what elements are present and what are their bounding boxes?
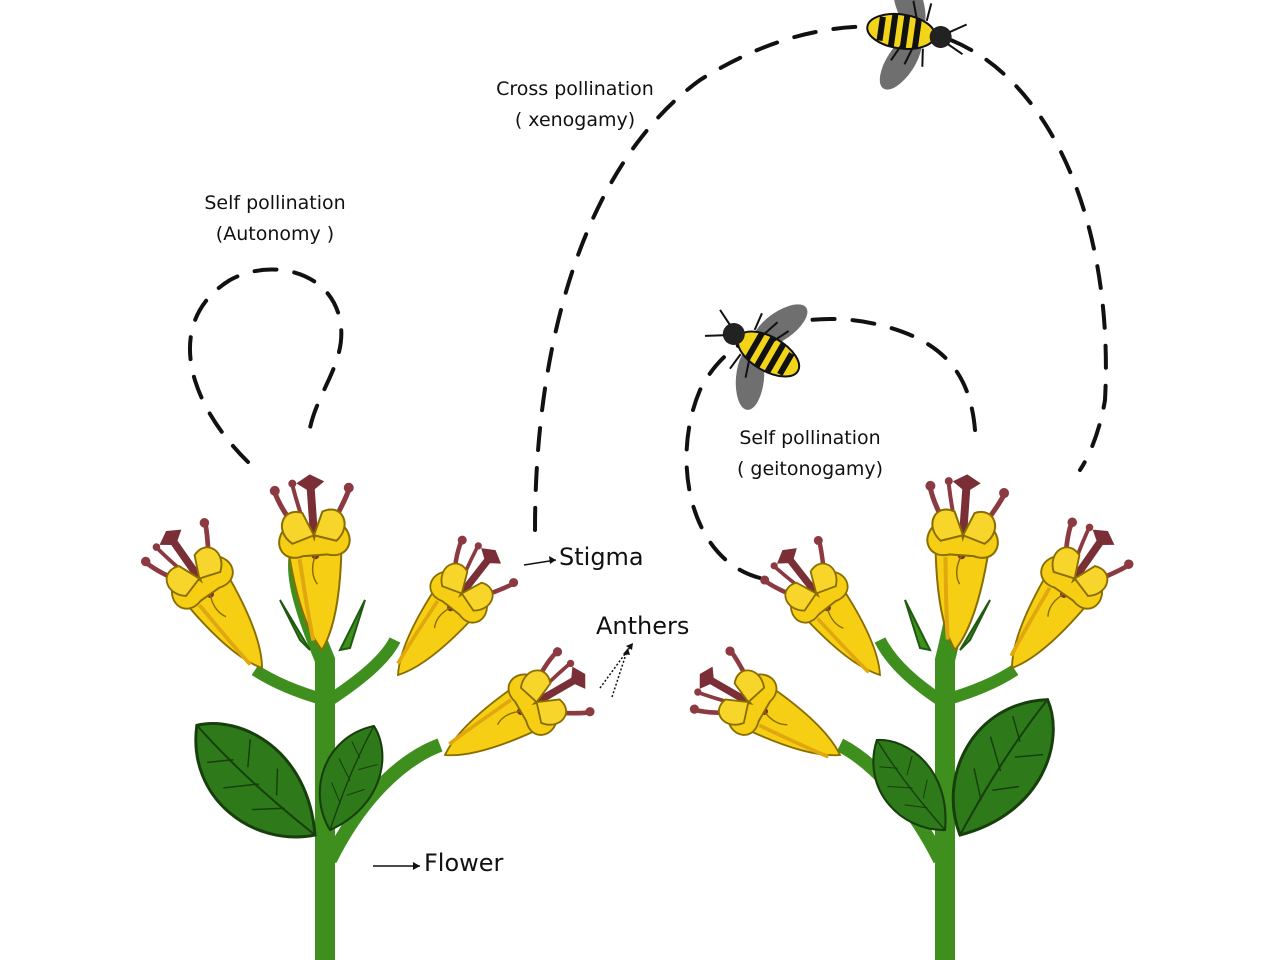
label-cross-line1: Cross pollination bbox=[496, 78, 654, 100]
flower-4 bbox=[426, 641, 605, 789]
left-plant-leaf-left bbox=[170, 694, 337, 871]
label-autonomy-line1: Self pollination bbox=[204, 192, 346, 214]
flower-arrow bbox=[373, 862, 420, 870]
flower-1 bbox=[134, 508, 295, 691]
flower-2 bbox=[269, 471, 365, 652]
label-cross-line2: ( xenogamy) bbox=[514, 109, 636, 131]
flower-3 bbox=[369, 527, 526, 698]
anthers-arrows bbox=[599, 642, 634, 698]
geitonogamy-path bbox=[684, 316, 977, 580]
flower-5 bbox=[980, 509, 1141, 692]
autonomy-path bbox=[187, 267, 344, 464]
flower-6 bbox=[914, 472, 1010, 653]
left-plant bbox=[134, 471, 605, 960]
label-anthers: Anthers bbox=[596, 612, 690, 640]
label-flower: Flower bbox=[424, 849, 504, 877]
stigma-arrow bbox=[523, 556, 557, 566]
bee-middle bbox=[681, 266, 831, 427]
label-self-geitonogamy: Self pollination ( geitonogamy) bbox=[712, 423, 908, 485]
label-geitonogamy-line1: Self pollination bbox=[739, 427, 881, 449]
label-stigma: Stigma bbox=[559, 543, 644, 571]
right-plant bbox=[681, 472, 1141, 960]
label-autonomy-line2: (Autonomy ) bbox=[215, 223, 335, 245]
label-self-autonomy: Self pollination (Autonomy ) bbox=[180, 188, 370, 250]
flower-7 bbox=[753, 526, 910, 697]
label-cross-pollination: Cross pollination ( xenogamy) bbox=[475, 74, 675, 136]
bee-top bbox=[858, 0, 973, 105]
flower-8 bbox=[681, 640, 860, 788]
label-geitonogamy-line2: ( geitonogamy) bbox=[736, 458, 884, 480]
